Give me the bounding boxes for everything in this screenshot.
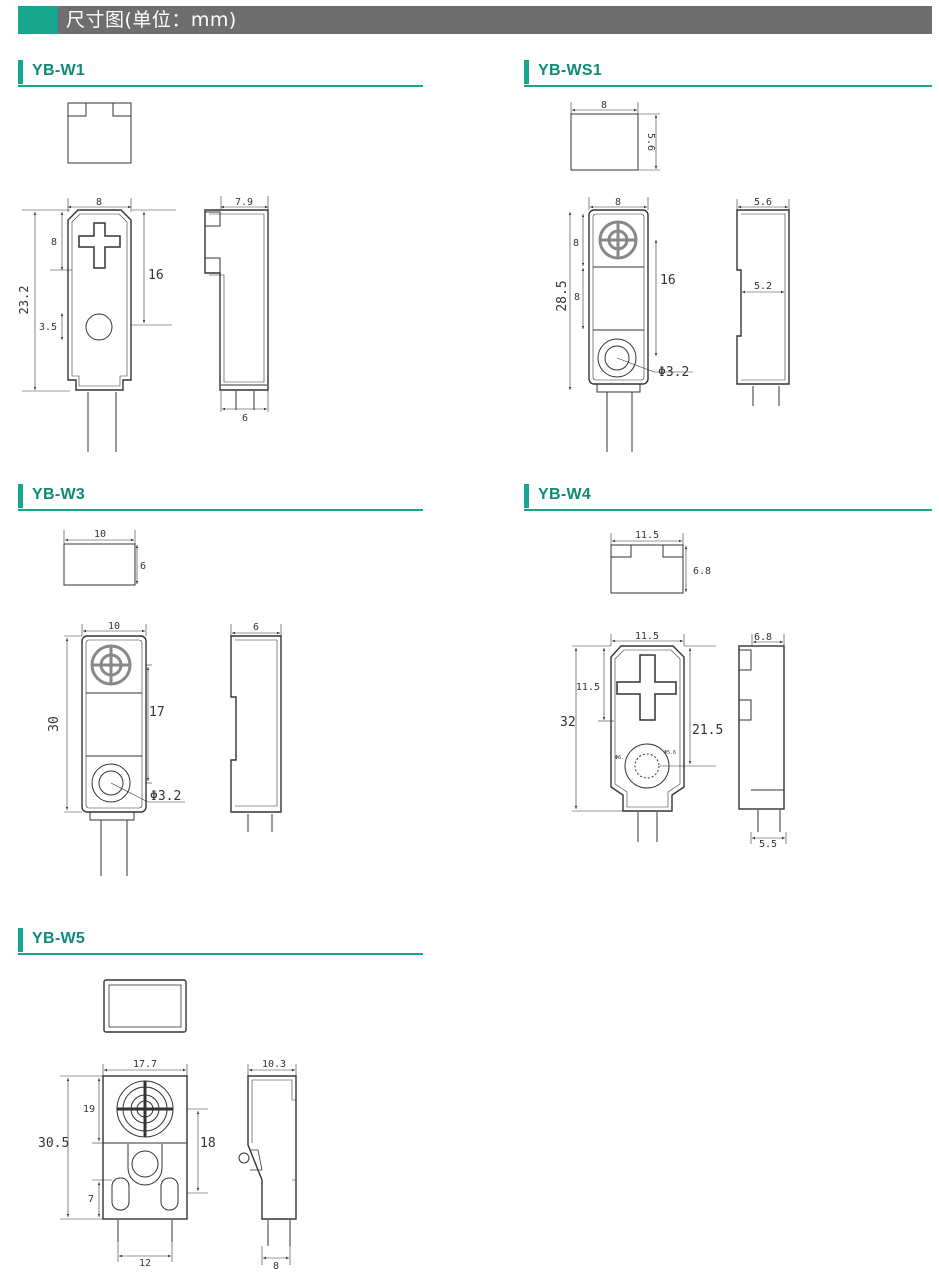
dim-label: 11.5 xyxy=(576,682,600,693)
dim-label: 11.5 xyxy=(635,631,659,642)
yb-ws1-mount-hole xyxy=(597,338,637,378)
section-heading-yb-w5: YB-W5 xyxy=(18,928,423,956)
section-title: YB-WS1 xyxy=(538,62,603,79)
drawing-yb-w5 xyxy=(60,979,297,1265)
dim-label: 30 xyxy=(47,716,62,732)
dim-label: 17.7 xyxy=(133,1059,157,1070)
section-underline xyxy=(18,85,423,87)
dim-label: 7 xyxy=(88,1194,94,1205)
dim-label: 30.5 xyxy=(38,1136,69,1151)
section-title: YB-W1 xyxy=(32,62,86,79)
drawing-yb-w4 xyxy=(572,533,787,844)
yb-w5-slot-right xyxy=(160,1177,179,1211)
drawing-yb-ws1 xyxy=(568,102,790,452)
dim-label: 21.5 xyxy=(692,723,723,738)
dim-label: 6 xyxy=(242,413,248,424)
section-heading-yb-w3: YB-W3 xyxy=(18,484,423,512)
yb-w3-side-view xyxy=(230,635,282,813)
dim-label: 32 xyxy=(560,715,576,730)
dim-label: Φ3.2 xyxy=(150,789,181,804)
dim-label: 5.6 xyxy=(754,197,772,208)
dim-label: 6 xyxy=(253,622,259,633)
dim-label: 8 xyxy=(601,100,607,111)
drawing-yb-w1 xyxy=(22,102,269,452)
yb-w1-front-view xyxy=(67,209,132,391)
yb-w1-cross-mark xyxy=(78,222,121,269)
section-underline xyxy=(524,509,932,511)
yb-w3-mount-hole xyxy=(91,763,131,803)
drawing-yb-w3 xyxy=(63,530,282,876)
dim-label: 8 xyxy=(51,237,57,248)
section-title: YB-W4 xyxy=(538,486,592,503)
dim-label: 8 xyxy=(573,238,579,249)
dim-label: 16 xyxy=(660,273,676,288)
yb-w3-top-view xyxy=(63,543,136,586)
yb-w5-side-view xyxy=(247,1075,297,1220)
yb-w5-front-view xyxy=(102,1075,188,1220)
section-marker xyxy=(18,928,23,952)
yb-w4-top-view xyxy=(610,544,684,594)
yb-w4-side-view xyxy=(738,645,785,810)
header-accent xyxy=(18,6,58,34)
dim-label: 10 xyxy=(108,621,120,632)
dim-label-small: Φ5.6 xyxy=(664,750,676,756)
yb-w1-mount-hole xyxy=(85,313,113,341)
dim-label: 6 xyxy=(140,561,146,572)
dim-label: 17 xyxy=(149,705,165,720)
dim-label: 8 xyxy=(615,197,621,208)
section-marker xyxy=(524,484,529,508)
dim-label: 18 xyxy=(200,1136,216,1151)
dim-label: 16 xyxy=(148,268,164,283)
section-title: YB-W3 xyxy=(32,486,86,503)
dim-label: 8 xyxy=(574,292,580,303)
dim-label: 10 xyxy=(94,529,106,540)
section-marker xyxy=(524,60,529,84)
dim-label: 5.6 xyxy=(645,133,656,151)
dim-label: 5.5 xyxy=(759,839,777,850)
dim-label: 12 xyxy=(139,1258,151,1269)
dim-label: 8 xyxy=(96,197,102,208)
dim-label: 10.3 xyxy=(262,1059,286,1070)
section-heading-yb-ws1: YB-WS1 xyxy=(524,60,932,88)
section-underline xyxy=(18,509,423,511)
dim-label: 19 xyxy=(83,1104,95,1115)
section-underline xyxy=(524,85,932,87)
section-marker xyxy=(18,484,23,508)
dim-label: Φ3.2 xyxy=(658,365,689,380)
dim-label: 3.5 xyxy=(39,322,57,333)
dim-label: 23.2 xyxy=(17,286,31,315)
dim-label: 11.5 xyxy=(635,530,659,541)
yb-w5-top-view xyxy=(103,979,187,1033)
dim-label: 7.9 xyxy=(235,197,253,208)
page-header: 尺寸图(单位：mm) xyxy=(18,6,932,34)
dim-label: 6.8 xyxy=(754,632,772,643)
yb-w5-indicator xyxy=(131,1150,159,1178)
page-title: 尺寸图(单位：mm) xyxy=(66,9,237,31)
yb-w4-cross-mark xyxy=(616,654,677,721)
dim-label: 5.2 xyxy=(754,281,772,292)
section-title: YB-W5 xyxy=(32,930,86,947)
yb-w1-top-view xyxy=(67,102,132,164)
section-heading-yb-w1: YB-W1 xyxy=(18,60,423,88)
yb-ws1-top-view xyxy=(570,113,639,171)
yb-ws1-side-view xyxy=(736,209,790,385)
yb-w5-side-led xyxy=(238,1152,250,1164)
section-heading-yb-w4: YB-W4 xyxy=(524,484,932,512)
dim-label: 8 xyxy=(273,1261,279,1272)
yb-w4-front-view xyxy=(610,645,685,812)
yb-w1-side-view xyxy=(204,209,269,391)
section-underline xyxy=(18,953,423,955)
dim-label-small: Φ6. xyxy=(615,755,624,761)
dim-label: 6.8 xyxy=(693,566,711,577)
dim-label: 28.5 xyxy=(555,280,570,311)
yb-w5-slot-left xyxy=(111,1177,130,1211)
section-marker xyxy=(18,60,23,84)
